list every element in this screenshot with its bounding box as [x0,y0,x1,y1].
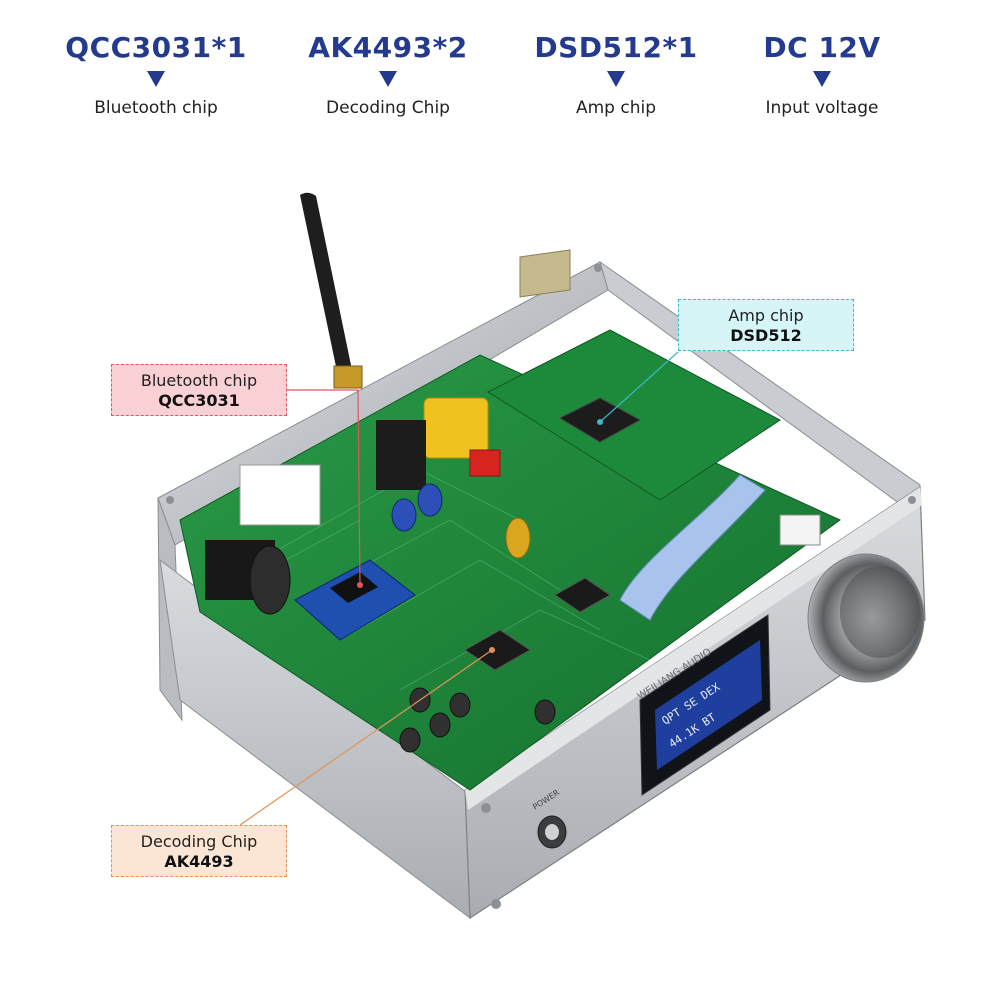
dac-product-photo: QPT SE DEX 44.1K BT WEILIANG AUDIO POWER [157,192,926,920]
arrow-down-icon [147,71,165,87]
optical-black [376,420,426,490]
front-panel-top-bevel [465,487,922,810]
spec-label: Amp chip [575,98,657,118]
capacitor-large [249,545,291,615]
callout-title: Amp chip [728,306,804,325]
callout-chip: DSD512 [730,326,802,345]
capacitor-blue [417,483,443,517]
decoding-chip-ak4493 [464,629,531,671]
decoding-leader-line [239,649,493,826]
spec-value: AK4493*2 [308,31,468,64]
battery-clip [239,464,321,526]
display-screen [655,640,762,770]
decoding-chip-ak4493 [554,577,611,613]
spec-amp: DSD512*1 Amp chip [506,30,726,118]
amp-leader-line [599,351,679,423]
amp-board [486,329,781,501]
bluetooth-leader-line [287,389,361,586]
antenna-connector [333,365,363,389]
spec-value: DC 12V [763,31,881,64]
callout-decoding-chip: Decoding Chip AK4493 [111,825,287,877]
arrow-down-icon [813,71,831,87]
callout-bluetooth-chip: Bluetooth chip QCC3031 [111,364,287,416]
arrow-down-icon [379,71,397,87]
spec-voltage: DC 12V Input voltage [712,30,932,118]
spec-decoding: AK4493*2 Decoding Chip [278,30,498,118]
bluetooth-chip [330,572,378,603]
spec-value: QCC3031*1 [65,31,247,64]
spec-label: Decoding Chip [326,98,450,118]
callout-amp-chip: Amp chip DSD512 [678,299,854,351]
spec-label: Bluetooth chip [94,98,218,118]
ribbon-cable [619,474,766,621]
capacitor-gold [505,517,531,559]
callout-chip: AK4493 [164,852,234,871]
usb-port [519,249,571,298]
wire-connector [779,514,821,546]
spec-row: QCC3031*1 Bluetooth chip AK4493*2 Decodi… [0,30,1000,150]
callout-title: Bluetooth chip [140,371,258,390]
bluetooth-module-qcc3031 [294,559,416,641]
callout-title: Decoding Chip [140,832,258,851]
spec-label: Input voltage [765,98,879,118]
spec-value: DSD512*1 [534,31,698,64]
antenna [300,192,352,376]
arrow-down-icon [607,71,625,87]
rca-yellow [423,397,489,459]
spec-bluetooth: QCC3031*1 Bluetooth chip [46,30,266,118]
capacitor-blue [391,498,417,532]
callout-chip: QCC3031 [158,391,240,410]
optical-red [469,449,501,477]
